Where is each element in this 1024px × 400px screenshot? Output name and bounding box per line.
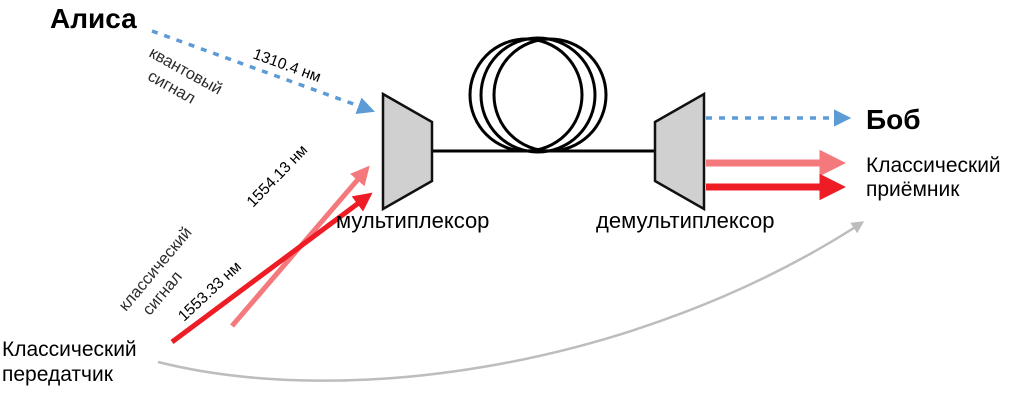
multiplexer-label: мультиплексор [336, 208, 489, 233]
bob-label: Боб [866, 104, 921, 135]
demultiplexer-shape [653, 91, 706, 212]
demultiplexer-label: демультиплексор [596, 208, 774, 233]
classical-arrow-1553-to-mux [170, 192, 373, 345]
receiver-label-line1: Классический [866, 154, 1001, 177]
fiber-coil-loop [468, 37, 584, 153]
receiver-label-line2: приёмник [866, 178, 960, 201]
classical-path-curve [157, 221, 865, 382]
transmitter-label-line2: передатчик [2, 363, 114, 386]
classical-wavelength-upper-label: 1554.13 нм [244, 142, 311, 211]
fiber-coil-loop [479, 36, 597, 154]
alice-label: Алиса [50, 3, 137, 34]
quantum-signal-annotation: квантовый сигнал [145, 44, 226, 108]
multiplexer-shape [381, 91, 434, 212]
transmitter-label-line1: Классический [2, 338, 137, 361]
fiber-coil-loop [492, 37, 608, 153]
